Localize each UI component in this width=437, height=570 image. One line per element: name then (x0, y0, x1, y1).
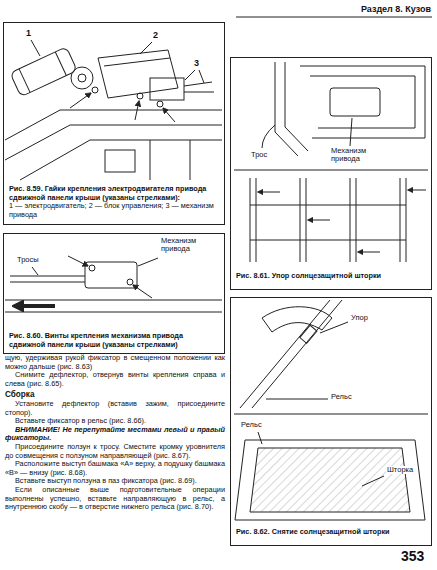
roof-frame (300, 66, 425, 138)
figure-caption: Рис. 8.59. Гайки крепления электродвигат… (9, 185, 219, 202)
roof-frame (20, 140, 222, 180)
leader-line (350, 118, 352, 146)
cables (10, 276, 85, 282)
callout-number: 3 (193, 59, 200, 69)
pointer-arrow (258, 192, 280, 193)
stop (300, 325, 317, 343)
caption-legend: 1 — электродвигатель; 2 — блок управлени… (9, 202, 219, 219)
electric-motor (10, 47, 77, 97)
rail (275, 62, 308, 156)
header-rule (236, 17, 432, 18)
pointer-arrow (70, 93, 91, 108)
rails (250, 178, 406, 262)
leader-line (140, 42, 152, 54)
part-label: Рельс (240, 421, 263, 429)
figure-caption: Рис. 8.62. Снятие солнцезащитной шторки (236, 528, 426, 537)
text-column: щую, удерживая рукой фиксатор в смещенно… (5, 354, 225, 512)
cable (262, 125, 275, 148)
bracket (105, 150, 135, 172)
pointer-arrow (68, 256, 88, 266)
leader-line (362, 476, 384, 486)
screw (127, 279, 133, 285)
pointer-arrow (308, 220, 330, 221)
caption-block: Рис. 8.62. Снятие солнцезащитной шторки (231, 526, 431, 540)
pointer-arrow (408, 190, 426, 191)
body-text: Установите дефлектор (вставив зажим, при… (5, 400, 225, 417)
roof-frame (310, 76, 415, 128)
figure-panel: Рис. 8.61. Упор солнцезащитной шторки (230, 57, 432, 290)
drive-mechanism (330, 88, 380, 116)
part-label: Упор (350, 314, 369, 322)
roof-frame (5, 300, 222, 312)
part-label: Механизм привода (330, 147, 392, 164)
sunshade (250, 448, 410, 512)
leader-line (258, 432, 262, 444)
hand (262, 307, 332, 332)
nut (137, 93, 143, 99)
body-text: Присоедините ползун к тросу. Сместите кр… (5, 443, 225, 460)
part-label: Рельс (330, 393, 353, 401)
cable (184, 82, 214, 92)
leader-line (185, 70, 204, 83)
sunshade-removal-figure (234, 300, 428, 520)
leader-line (31, 40, 40, 56)
caption-block: Рис. 8.60. Винты крепления механизма при… (4, 330, 224, 352)
control-unit (98, 50, 178, 98)
screw (89, 265, 95, 271)
divider (234, 414, 428, 415)
callout-number: 1 (25, 29, 32, 39)
caption-block: Рис. 8.59. Гайки крепления электродвигат… (4, 183, 224, 222)
electric-motor (10, 47, 77, 97)
body-text: Вставьте выступ ползуна в паз фиксатора … (5, 477, 225, 486)
body-text: Расположите выступ башмака «А» верху, а … (5, 460, 225, 477)
part-label: Тросы (16, 256, 40, 264)
drive-mechanism-figure (5, 256, 222, 312)
pointer-arrow (135, 101, 139, 120)
body-text: Вставьте фиксатор в рельс (рис. 8.66). (5, 417, 225, 426)
body-text: Если описанные выше подготовительные опе… (5, 486, 225, 512)
roof-frame (150, 140, 190, 180)
gear (71, 67, 93, 89)
rail (240, 300, 342, 408)
figure-panel: Рис. 8.59. Гайки крепления электродвигат… (3, 22, 225, 225)
roof-frame (5, 125, 222, 160)
drive-mechanism (150, 78, 184, 100)
part-label: Шторка (386, 466, 414, 474)
nut (92, 87, 98, 93)
section-header: Раздел 8. Кузов (361, 4, 431, 14)
direction-arrow (18, 304, 55, 308)
control-unit (104, 58, 170, 66)
section-heading: Сборка (5, 391, 225, 400)
crossbar (250, 205, 406, 240)
sunroof-motor-figure (5, 40, 222, 180)
pointer-arrow (133, 285, 152, 298)
caption-block: Рис. 8.61. Упор солнцезащитной шторки (231, 270, 431, 284)
nut (157, 101, 163, 107)
leader-line (138, 258, 158, 266)
sunshade-stop-figure (234, 62, 428, 262)
body-text: щую, удерживая рукой фиксатор в смещенно… (5, 354, 225, 371)
callout-number: 2 (152, 31, 159, 41)
page-number: 353 (400, 549, 425, 564)
drive-mechanism (85, 262, 137, 288)
divider (234, 170, 428, 171)
part-label: Механизм привода (160, 237, 222, 254)
leader-line (266, 399, 328, 400)
body-text: Снимите дефлектор, отвернув винты крепле… (5, 371, 225, 388)
leader-line (32, 267, 38, 275)
pointer-arrow (163, 108, 175, 122)
roof-opening (235, 440, 425, 520)
leader-line (320, 322, 348, 333)
gear (78, 74, 86, 82)
electric-motor (19, 52, 66, 92)
part-label: Трос (250, 151, 268, 159)
figure-caption: Рис. 8.61. Упор солнцезащитной шторки (236, 272, 426, 281)
warning-text: ВНИМАНИЕ! Не перепутайте местами левый и… (5, 426, 225, 443)
pointer-arrow (358, 252, 380, 253)
figure-caption: Рис. 8.60. Винты крепления механизма при… (9, 332, 219, 349)
